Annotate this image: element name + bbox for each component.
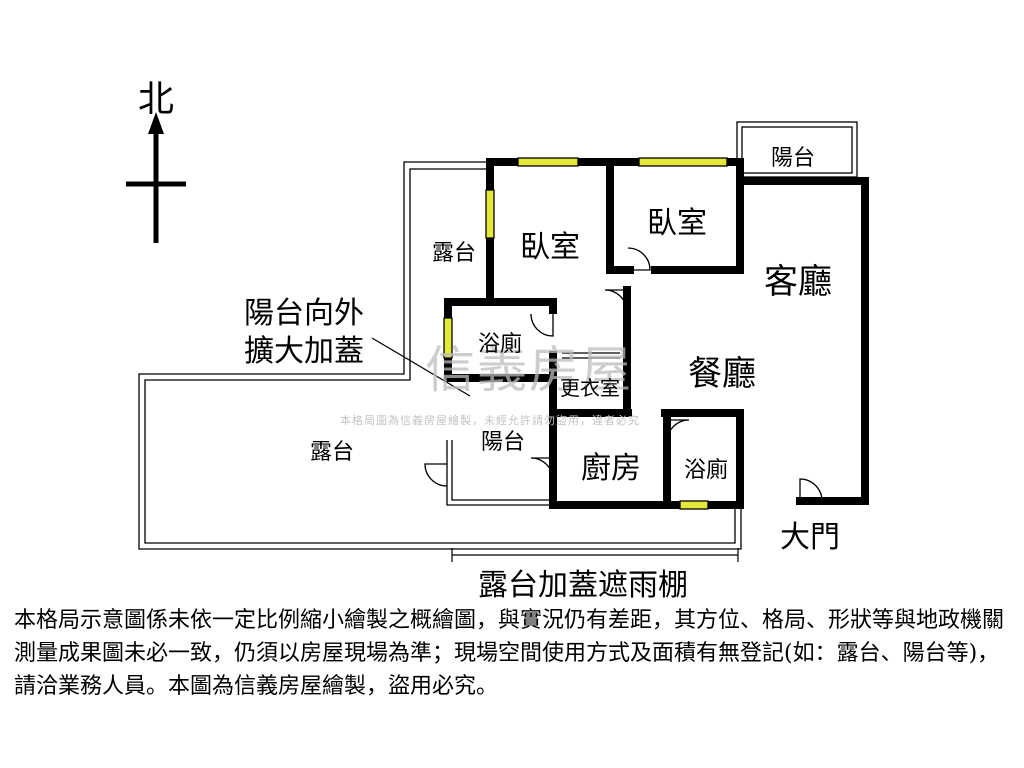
bedroom-1-label: 臥室 <box>520 230 580 265</box>
bathroom-1-label: 浴廁 <box>478 332 523 357</box>
watermark-brand: 信義房屋 <box>425 341 633 399</box>
kitchen-label: 廚房 <box>581 451 641 486</box>
doors <box>424 176 845 502</box>
watermark-notice: 本格局圖為信義房屋繪製，未經允許請勿盜用，違者必究 <box>340 414 640 427</box>
windows <box>443 157 728 510</box>
north-arrow-icon <box>126 112 186 243</box>
closet-label: 更衣室 <box>560 376 620 400</box>
balcony-top-label: 陽台 <box>771 146 816 171</box>
bedroom-2-label: 臥室 <box>647 206 707 241</box>
balcony-mid-label: 陽台 <box>481 430 526 455</box>
balcony-extension-note-line2: 擴大加蓋 <box>244 334 364 369</box>
main-door-label: 大門 <box>780 520 840 555</box>
terrace-large-label: 露台 <box>310 440 355 465</box>
disclaimer-text: 本格局示意圖係未依一定比例縮小繪製之概繪圖，與實況仍有差距，其方位、格局、形狀等… <box>14 608 1005 699</box>
bathroom-2-label: 浴廁 <box>684 458 729 483</box>
terrace-left-label: 露台 <box>432 241 477 266</box>
floor-plan <box>126 112 869 562</box>
dining-room-label: 餐廳 <box>688 354 756 394</box>
north-label: 北 <box>138 79 175 120</box>
terrace-roof-note: 露台加蓋遮雨棚 <box>478 568 688 603</box>
balcony-extension-note-line1: 陽台向外 <box>244 296 364 331</box>
closet-rails <box>562 352 620 359</box>
annotation-lines <box>371 337 739 562</box>
living-room-label: 客廳 <box>764 262 832 302</box>
balcony-extension-outline <box>446 440 552 506</box>
